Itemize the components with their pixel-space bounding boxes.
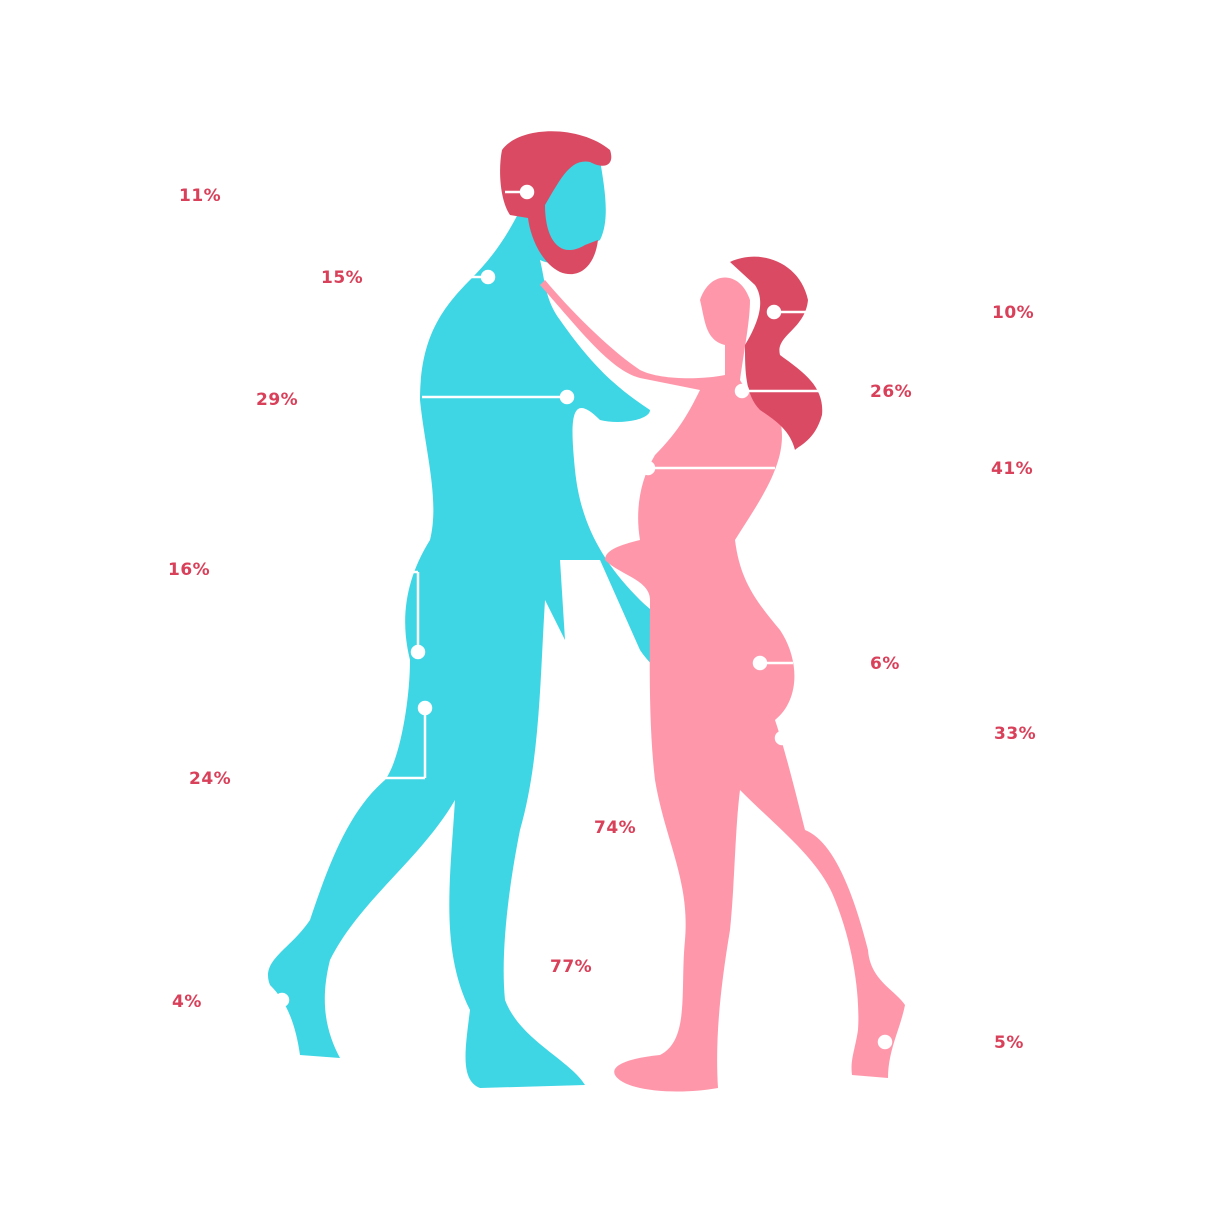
marker-lines [274, 184, 893, 1050]
label-woman-genitals: 74% [594, 818, 637, 838]
label-man-thigh: 24% [189, 769, 232, 789]
label-woman-chest: 41% [991, 459, 1034, 479]
label-man-neck: 15% [321, 268, 364, 288]
woman-hair [730, 256, 823, 450]
label-woman-thigh: 33% [994, 724, 1037, 744]
woman-figure [540, 277, 905, 1092]
label-man-head: 11% [179, 186, 222, 206]
label-man-hip: 16% [168, 560, 211, 580]
label-man-chest: 29% [256, 390, 299, 410]
label-woman-neck: 26% [870, 382, 913, 402]
label-man-genitals: 77% [550, 957, 593, 977]
label-woman-foot: 5% [994, 1033, 1024, 1053]
man-figure [268, 156, 710, 1088]
label-woman-head: 10% [992, 303, 1035, 323]
label-woman-butt: 6% [870, 654, 900, 674]
label-man-foot: 4% [172, 992, 202, 1012]
man-hair [500, 131, 612, 275]
